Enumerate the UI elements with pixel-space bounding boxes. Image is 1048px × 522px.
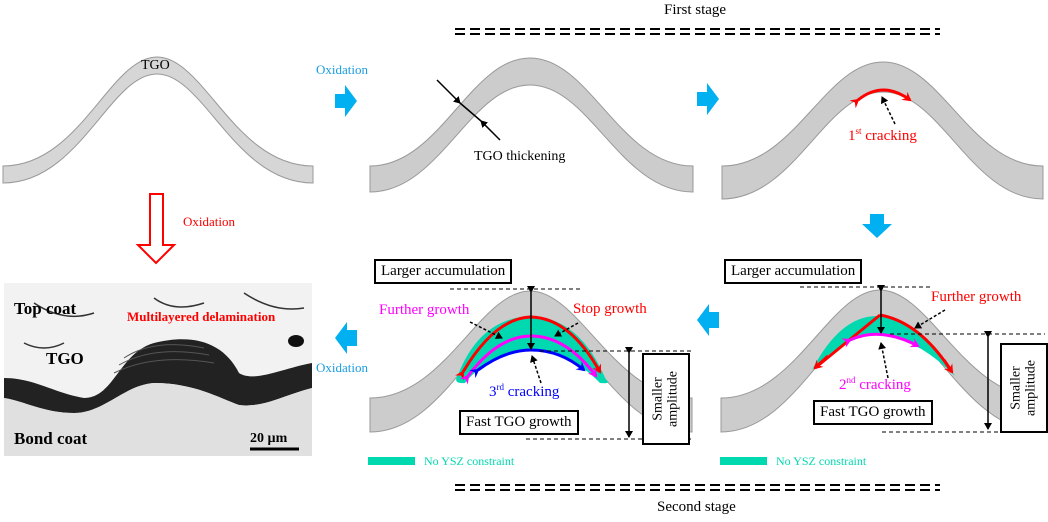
first-cracking-label: 1st cracking	[848, 126, 917, 144]
oxidation-arrow-left-2	[335, 322, 357, 354]
stop-growth-label: Stop growth	[573, 301, 647, 317]
oxidation-label-top: Oxidation	[316, 62, 368, 77]
third-crack-pointer	[530, 355, 542, 384]
tgo-layer-thickened	[369, 57, 694, 193]
delamination-label: Multilayered delamination	[127, 309, 276, 324]
oxidation-arrow-hollow-down	[135, 193, 177, 265]
second-crack-red-arrowhead-right	[942, 359, 954, 374]
second-stage-label: Second stage	[657, 499, 736, 515]
oxidation-arrow-right-1	[335, 85, 357, 117]
first-stage-label: First stage	[664, 2, 727, 18]
first-crack-pointer	[880, 96, 896, 125]
first-stage-divider	[455, 28, 940, 35]
micrograph-image	[4, 283, 312, 456]
oxidation-arrow-down	[862, 214, 892, 238]
second-crack-magenta-arrow	[841, 332, 920, 348]
first-crack-arrow	[849, 88, 912, 109]
no-ysz-label-2: No YSZ constraint	[776, 454, 867, 468]
no-ysz-swatch-1	[368, 457, 415, 465]
tgo-thickening-label: TGO thickening	[474, 149, 566, 164]
micrograph-tgo-label: TGO	[46, 349, 84, 368]
fast-tgo-growth-box-third: Fast TGO growth	[459, 410, 579, 435]
amplitude-text-line1: Smaller	[1008, 366, 1024, 410]
fast-tgo-growth-box-second: Fast TGO growth	[813, 400, 933, 425]
larger-accumulation-box-third: Larger accumulation	[374, 259, 513, 284]
third-cracking-label: 3rd cracking	[489, 382, 560, 400]
second-stage-divider	[455, 484, 940, 491]
second-crack-pointer	[878, 342, 889, 379]
third-crack-blue-arrow	[469, 348, 586, 379]
bond-coat-label: Bond coat	[14, 429, 88, 448]
second-cracking-label: 2nd cracking	[839, 375, 911, 393]
amplitude-text-line2: amplitude	[1023, 360, 1038, 416]
thickness-arrow	[436, 79, 501, 141]
amplitude-text-line2: amplitude	[665, 371, 680, 427]
no-ysz-swatch-2	[720, 457, 767, 465]
further-growth-label-second: Further growth	[931, 289, 1022, 305]
no-ysz-label-1: No YSZ constraint	[424, 454, 515, 468]
top-coat-label: Top coat	[14, 299, 77, 318]
second-crack-red-arrowhead-left	[813, 354, 830, 370]
oxidation-arrow-right-2	[697, 83, 719, 115]
no-ysz-region-second	[812, 316, 955, 376]
scale-bar-label: 20 µm	[250, 431, 288, 446]
oxidation-label-left: Oxidation	[316, 360, 368, 375]
tgo-label: TGO	[141, 58, 170, 73]
sem-micrograph: Top coat TGO Multilayered delamination B…	[4, 283, 312, 456]
stop-growth-pointer	[554, 322, 579, 337]
larger-accumulation-box-second: Larger accumulation	[724, 259, 863, 284]
oxidation-arrow-left-1	[697, 304, 719, 336]
further-growth-label-third: Further growth	[379, 302, 470, 318]
further-growth-pointer-third	[469, 321, 503, 339]
oxidation-label-down: Oxidation	[183, 214, 235, 229]
tgo-layer-initial	[2, 56, 314, 184]
amplitude-text-line1: Smaller	[650, 377, 666, 421]
further-growth-pointer-second	[914, 309, 946, 329]
